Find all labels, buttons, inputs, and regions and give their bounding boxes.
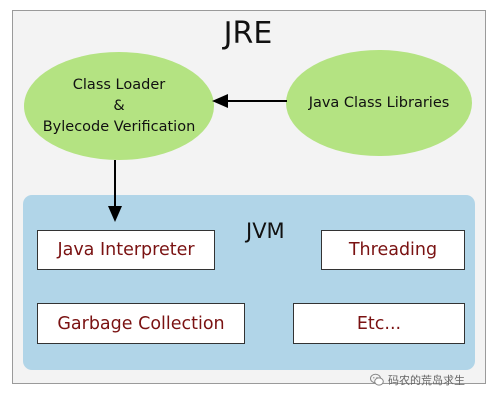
arrow-libraries-to-loader <box>212 94 287 108</box>
arrow-loader-to-jvm <box>108 160 122 222</box>
jvm-title: JVM <box>246 219 285 243</box>
wechat-icon <box>370 373 384 386</box>
jvm-component-threading: Threading <box>321 230 465 270</box>
watermark-text: 码农的荒岛求生 <box>388 374 465 387</box>
class-loader-line-2: & <box>113 97 125 114</box>
class-loader-node: Class Loader & Bylecode Verification <box>24 52 214 160</box>
class-loader-line-1: Class Loader <box>72 76 166 93</box>
jre-title: JRE <box>0 16 500 51</box>
jre-title-text: JRE <box>223 16 273 51</box>
jvm-component-java-interpreter: Java Interpreter <box>37 230 215 270</box>
class-libraries-label: Java Class Libraries <box>308 94 450 111</box>
jvm-component-etc: Etc... <box>293 303 465 344</box>
watermark: 码农的荒岛求生 <box>370 370 465 390</box>
jvm-component-garbage-collection: Garbage Collection <box>37 303 245 344</box>
class-libraries-node: Java Class Libraries <box>286 50 472 156</box>
class-loader-line-3: Bylecode Verification <box>42 118 196 135</box>
